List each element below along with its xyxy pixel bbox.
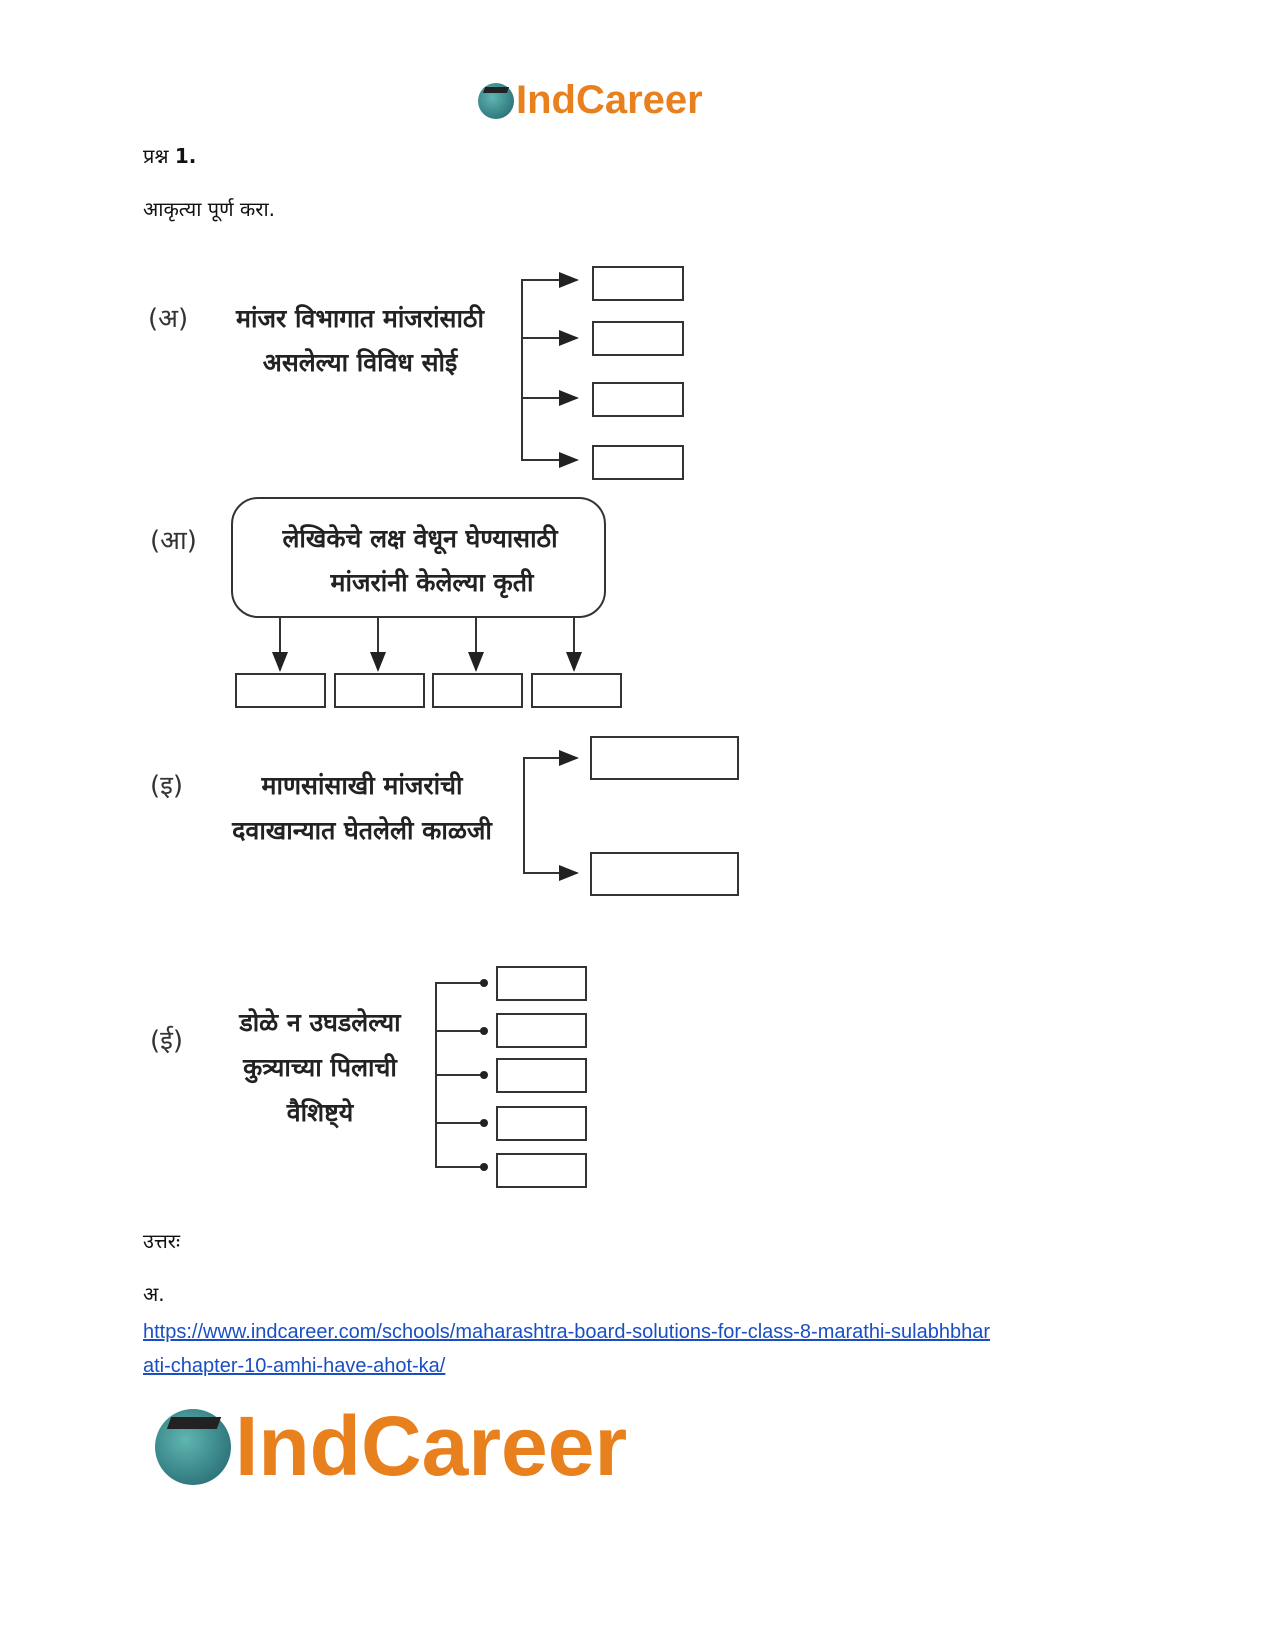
answer-box bbox=[592, 321, 684, 356]
diagram-aa-label: (आ) bbox=[150, 526, 197, 556]
logo-text: IndCareer bbox=[516, 78, 703, 122]
answer-box bbox=[592, 382, 684, 417]
instruction: आकृत्या पूर्ण करा. bbox=[143, 197, 275, 221]
diagram-aa-text: लेखिकेचे लक्ष वेधून घेण्यासाठी bbox=[281, 524, 559, 555]
answer-box bbox=[592, 266, 684, 301]
solution-link[interactable]: https://www.indcareer.com/schools/mahara… bbox=[143, 1315, 1143, 1383]
solution-link-line2[interactable]: ati-chapter-10-amhi-have-ahot-ka/ bbox=[143, 1355, 446, 1377]
header-logo: IndCareer bbox=[478, 78, 703, 123]
answer-box bbox=[590, 736, 739, 780]
answer-box bbox=[496, 1106, 587, 1141]
answer-box bbox=[496, 1153, 587, 1188]
logo-globe-icon bbox=[155, 1408, 231, 1485]
answer-heading: उत्तरः bbox=[143, 1229, 180, 1253]
answer-box bbox=[592, 445, 684, 480]
answer-box bbox=[590, 852, 739, 896]
answer-box bbox=[432, 673, 523, 708]
solution-link-line1[interactable]: https://www.indcareer.com/schools/mahara… bbox=[143, 1321, 991, 1343]
question-number: 1. bbox=[174, 144, 197, 168]
answer-box bbox=[235, 673, 326, 708]
diagram-a-text: असलेल्या विविध सोई bbox=[263, 348, 459, 377]
diagram-ii-text: डोळे न उघडलेल्या bbox=[238, 1008, 402, 1037]
diagram-i-label: (इ) bbox=[150, 771, 183, 801]
logo-text: IndCareer bbox=[235, 1399, 628, 1493]
diagram-ii-label: (ई) bbox=[150, 1025, 183, 1056]
footer-logo: IndCareer bbox=[155, 1398, 627, 1495]
diagram-a-text: मांजर विभागात मांजरांसाठी bbox=[235, 304, 485, 333]
diagram-ii-text: कुत्र्याच्या पिलाची bbox=[242, 1053, 398, 1084]
logo-globe-icon bbox=[478, 82, 514, 119]
answer-box bbox=[531, 673, 622, 708]
diagram-a-label: (अ) bbox=[148, 304, 188, 334]
diagram-i-text: दवाखान्यात घेतलेली काळजी bbox=[231, 816, 493, 845]
question-prefix: प्रश्न bbox=[143, 144, 169, 168]
diagram-ii-text: वैशिष्ट्ये bbox=[286, 1098, 355, 1128]
answer-box bbox=[496, 1058, 587, 1093]
answer-box bbox=[496, 1013, 587, 1048]
answer-box bbox=[334, 673, 425, 708]
diagram-aa-text: मांजरांनी केलेल्या कृती bbox=[330, 568, 535, 599]
diagram-i-text: माणसांसाखी मांजरांची bbox=[261, 771, 464, 800]
answer-box bbox=[496, 966, 587, 1001]
question-title: प्रश्न 1. bbox=[143, 142, 196, 169]
answer-part: अ. bbox=[143, 1282, 165, 1306]
